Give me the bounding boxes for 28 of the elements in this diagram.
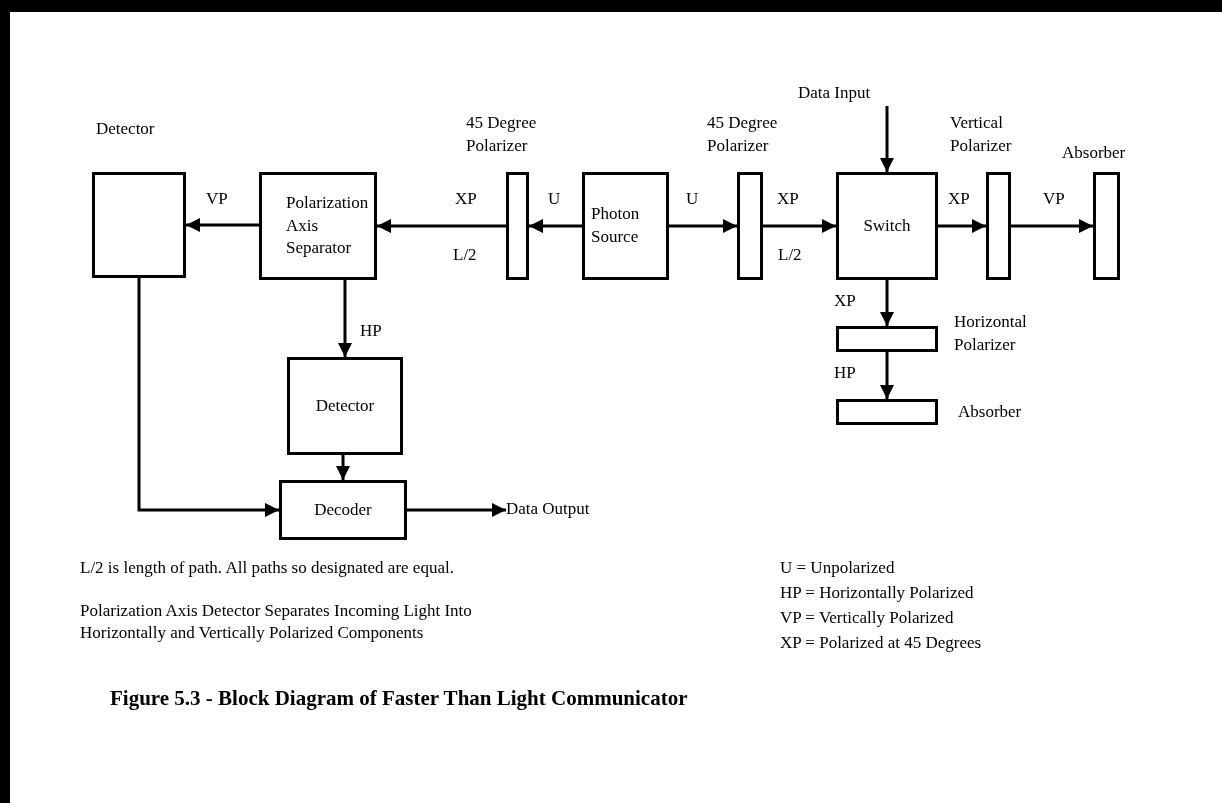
arrow [880, 280, 894, 326]
arrow [377, 219, 506, 233]
component-label: 45 Degree Polarizer [466, 112, 538, 157]
arrow [137, 278, 279, 517]
arrow [186, 218, 259, 232]
component-label: 45 Degree Polarizer [707, 112, 779, 157]
arrow [407, 503, 506, 517]
box-label: Detector [315, 394, 375, 417]
arrow [880, 106, 894, 172]
component-label: Absorber [1062, 142, 1127, 164]
arrow [763, 219, 836, 233]
arrow [669, 219, 737, 233]
component-label: Absorber [958, 401, 1023, 423]
box-label: Switch [863, 214, 911, 237]
arrow [529, 219, 582, 233]
arrow [1011, 219, 1093, 233]
component-label: Detector [96, 118, 156, 140]
box-label: Photon Source [591, 203, 641, 248]
arrow [336, 455, 350, 480]
box-label: Polarization Axis Separator [286, 191, 370, 260]
arrow [880, 352, 894, 399]
arrow [938, 219, 986, 233]
io-label: Data Output [506, 498, 590, 520]
io-label: Data Input [798, 82, 871, 104]
component-label: Vertical Polarizer [950, 112, 1013, 157]
component-label: Horizontal Polarizer [954, 311, 1028, 356]
arrow [338, 280, 352, 357]
box-label: Decoder [314, 498, 372, 521]
